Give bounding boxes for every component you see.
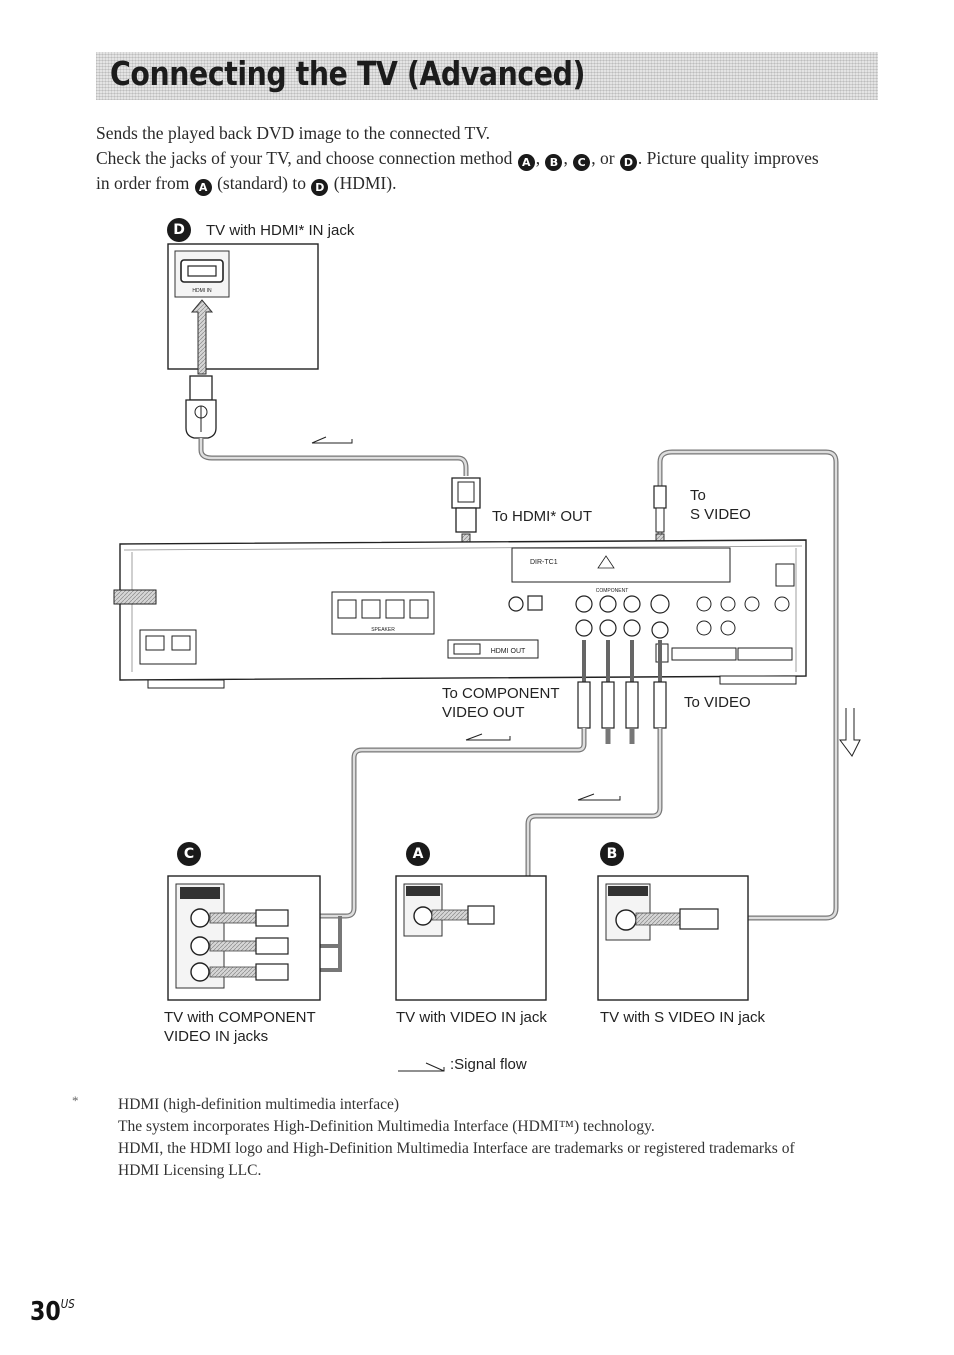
intro-line-2: Check the jacks of your TV, and choose c…: [96, 148, 819, 171]
component-cables: [288, 640, 639, 972]
footnote-line-2: The system incorporates High-Definition …: [118, 1118, 655, 1135]
page-title: Connecting the TV (Advanced): [110, 54, 586, 93]
method-d-marker: D: [311, 179, 329, 196]
page-number-suffix: US: [60, 1297, 75, 1311]
method-b-badge: B: [600, 842, 624, 866]
tv-svideo-box: [597, 875, 749, 1001]
intro-line-2-end: . Picture quality improves: [637, 148, 819, 168]
tv-component-box: [167, 875, 321, 1001]
page-number: 30US: [30, 1297, 75, 1327]
footnote-line-4: HDMI Licensing LLC.: [118, 1162, 262, 1179]
method-d-marker: D: [619, 154, 637, 171]
to-video-label: To VIDEO: [684, 694, 751, 711]
to-label: To: [690, 487, 706, 504]
tv-video-label: TV with VIDEO IN jack: [396, 1009, 547, 1026]
hdmi-up-arrow: [190, 299, 214, 375]
player-rear-panel: SPEAKER DIR-TC1 HDMI OUT COMPONENT: [113, 539, 807, 689]
method-a-badge: A: [406, 842, 430, 866]
separator: , or: [591, 148, 615, 168]
tv-video-box: [395, 875, 547, 1001]
tv-svideo-label: TV with S VIDEO IN jack: [600, 1009, 766, 1026]
method-a-marker: A: [517, 154, 535, 171]
to-hdmi-out-label: To HDMI* OUT: [492, 508, 592, 525]
method-d-badge: D: [167, 218, 191, 242]
tv-hdmi-label: TV with HDMI* IN jack: [206, 222, 355, 239]
method-b-marker: B: [545, 154, 563, 171]
hdmi-out-label: HDMI OUT: [491, 648, 526, 655]
footnote-mark: *: [72, 1093, 79, 1108]
intro-line-3-end: (HDMI).: [333, 173, 397, 193]
method-a-marker: A: [194, 179, 212, 196]
speaker-label: SPEAKER: [371, 627, 395, 633]
method-c-badge: C: [177, 842, 201, 866]
component-label: COMPONENT: [596, 588, 629, 594]
hdmi-plug-tv: [185, 375, 217, 439]
footnote-line-3: HDMI, the HDMI logo and High-Definition …: [118, 1140, 795, 1157]
page-number-value: 30: [30, 1297, 61, 1327]
tv-component-label-1: TV with COMPONENT: [164, 1009, 316, 1026]
footnote-line-1-text: HDMI (high-definition multimedia interfa…: [118, 1096, 400, 1113]
intro-line-3-mid: (standard) to: [217, 173, 306, 193]
tv-component-label-2: VIDEO IN jacks: [164, 1028, 268, 1045]
method-c-marker: C: [573, 154, 591, 171]
separator: ,: [535, 148, 541, 168]
tv-hdmi-box: HDMI IN: [167, 243, 319, 370]
footnote-line-1: * HDMI (high-definition multimedia inter…: [72, 1093, 400, 1114]
video-cable: [494, 640, 667, 917]
hdmi-plug-player: [451, 477, 481, 533]
title-banner: [96, 52, 878, 100]
s-video-label: S VIDEO: [690, 506, 751, 523]
signal-flow-label: :Signal flow: [450, 1056, 527, 1073]
intro-line-3-start: in order from: [96, 173, 190, 193]
hdmi-in-label: HDMI IN: [192, 288, 212, 294]
intro-line-3: in order from A (standard) to D (HDMI).: [96, 173, 396, 196]
intro-line-2-text: Check the jacks of your TV, and choose c…: [96, 148, 513, 168]
to-component-label-2: VIDEO OUT: [442, 704, 525, 721]
dir-tc1-label: DIR-TC1: [530, 559, 558, 566]
separator: ,: [563, 148, 568, 168]
to-component-label-1: To COMPONENT: [442, 685, 560, 702]
intro-line-1: Sends the played back DVD image to the c…: [96, 123, 490, 143]
